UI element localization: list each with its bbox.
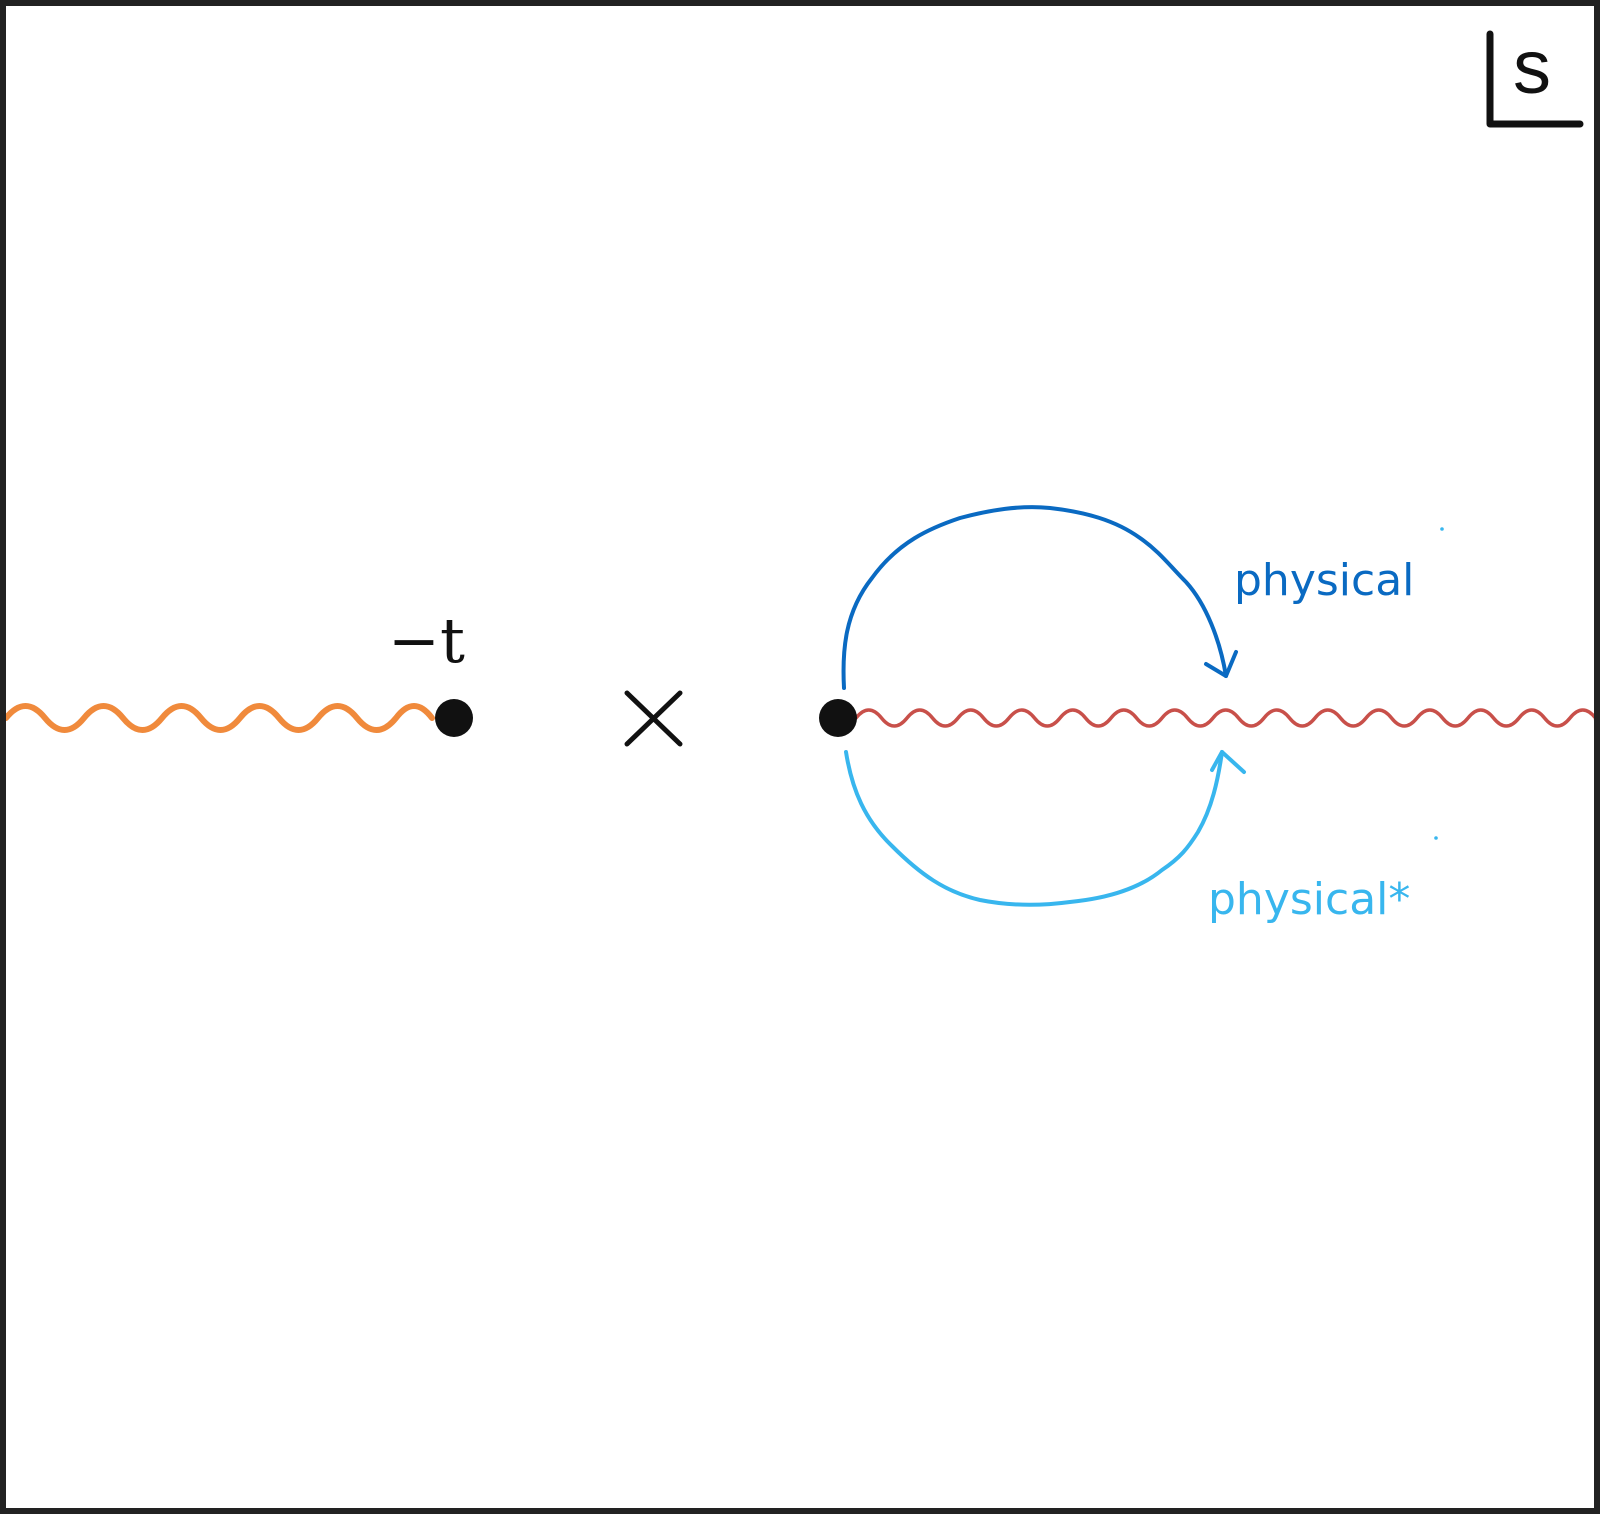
pole-cross-icon [624,690,683,747]
branch-point-left-icon [435,699,473,737]
physical-contour-upper [841,505,1228,690]
plane-label: s [1513,25,1551,110]
plane-label-corner [1486,30,1584,128]
physical-star-arrow-head-icon [1210,750,1246,774]
stray-mark [1440,527,1444,531]
physical-star-label: physical* [1208,874,1410,925]
physical-star-contour-lower [844,750,1224,907]
physical-arrow-head-icon [1204,650,1238,678]
stray-mark [1434,836,1438,840]
branch-point-label: −t [388,604,465,677]
physical-label: physical [1234,555,1414,606]
branch-point-right-icon [819,699,857,737]
right-branch-cut [854,708,1600,728]
left-branch-cut [3,703,435,733]
